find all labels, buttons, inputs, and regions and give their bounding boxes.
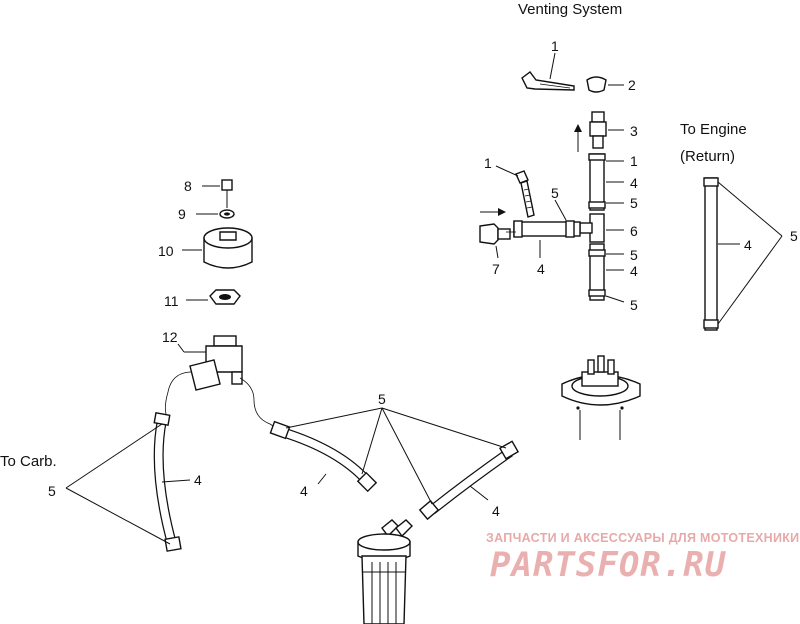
check-valve-part (589, 111, 607, 149)
leader-line (495, 165, 519, 177)
vent-cap-part (586, 76, 607, 93)
callout-4-upper: 4 (630, 175, 638, 191)
fuel-hose-right (418, 440, 520, 521)
callout-5-mid: 5 (551, 185, 559, 201)
fuel-cap-assembly: 8 9 10 11 12 (158, 178, 281, 431)
venting-assembly: 1 2 3 1 4 5 (479, 38, 638, 313)
vent-hose-upper (588, 153, 606, 211)
flow-arrow-up-icon (574, 124, 582, 152)
leader-line (65, 423, 163, 489)
vent-hose-horizontal (513, 220, 581, 238)
watermark-tagline: ЗАПЧАСТИ И АКСЕССУАРЫ ДЛЯ МОТОТЕХНИКИ (486, 531, 799, 545)
callout-10: 10 (158, 243, 174, 259)
callout-6: 6 (630, 223, 638, 239)
fuel-hose-middle (269, 420, 378, 493)
leader-line (317, 473, 327, 485)
vent-fitting-part (479, 223, 516, 245)
vent-bolt-part (521, 71, 575, 91)
callout-4-return: 4 (744, 237, 752, 253)
callout-1-left: 1 (484, 155, 492, 171)
leader-line (285, 407, 383, 429)
callout-5-upper: 5 (630, 195, 638, 211)
callout-11: 11 (164, 293, 179, 309)
return-label: (Return) (680, 148, 735, 165)
tee-fitting-part (579, 213, 605, 243)
watermark-logo: PARTSFOR.RU (490, 545, 727, 585)
leader-line (605, 295, 625, 303)
return-line-assembly: To Engine (Return) 4 5 (680, 121, 798, 331)
screw-part (221, 179, 233, 191)
callout-8: 8 (184, 178, 192, 194)
callout-9: 9 (178, 206, 186, 222)
callout-5-middle: 5 (378, 391, 386, 407)
leader-line (381, 407, 507, 449)
callout-4-carb: 4 (194, 472, 202, 488)
callout-1-right: 1 (630, 153, 638, 169)
callout-5-lower-b: 5 (630, 297, 638, 313)
carb-hose-part (153, 412, 182, 552)
callout-3: 3 (630, 123, 638, 139)
fuel-cap-part (203, 227, 253, 269)
callout-4-middle: 4 (300, 483, 308, 499)
flow-arrow-right-icon (480, 208, 506, 216)
callout-12: 12 (162, 329, 178, 345)
leader-line (495, 245, 499, 259)
leader-line (717, 235, 783, 325)
fuel-filter-part (357, 519, 413, 624)
callout-4-lower: 4 (630, 263, 638, 279)
watermark: ЗАПЧАСТИ И АКСЕССУАРЫ ДЛЯ МОТОТЕХНИКИ PA… (486, 531, 799, 585)
leader-line (177, 343, 185, 353)
callout-7: 7 (492, 261, 500, 277)
callout-5-carb: 5 (48, 483, 56, 499)
leader-line (161, 479, 191, 483)
callout-4-mid: 4 (537, 261, 545, 277)
leader-line (65, 487, 171, 545)
valve-body-part (189, 335, 243, 391)
leader-line (717, 181, 783, 237)
to-engine-label: To Engine (680, 121, 747, 138)
leader-line (549, 52, 556, 80)
to-carb-label: To Carb. (0, 453, 57, 470)
leader-line (361, 407, 383, 475)
callout-2: 2 (628, 77, 636, 93)
leader-line (469, 485, 489, 501)
callout-5-return: 5 (790, 228, 798, 244)
leader-line (381, 407, 433, 505)
diagram-title: Venting System (518, 1, 622, 18)
callout-4-right: 4 (492, 503, 500, 519)
leader-line (554, 199, 567, 221)
vent-screw-part (515, 170, 535, 218)
vent-hose-lower (588, 243, 606, 301)
nut-part (209, 289, 241, 305)
callout-1-top: 1 (551, 38, 559, 54)
callout-5-lower-a: 5 (630, 247, 638, 263)
fuel-sender-part (561, 355, 641, 440)
